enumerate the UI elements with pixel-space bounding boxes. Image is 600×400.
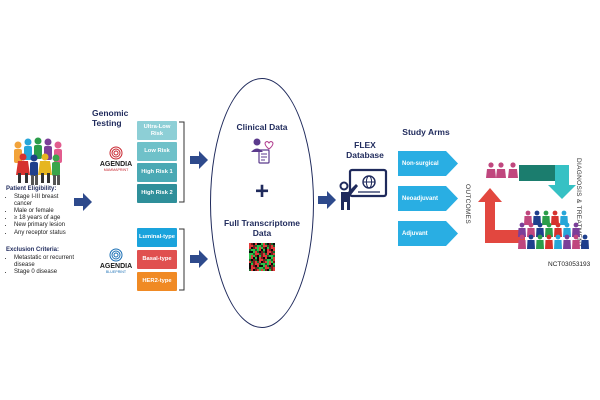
arm-adjuvant: Adjuvant <box>402 230 428 237</box>
flow-arrow-icon <box>190 151 208 169</box>
subtype-box-luminal: Luminal-type <box>137 228 177 247</box>
risk-box-ultra-low: Ultra-Low Risk <box>137 121 177 140</box>
mammaprint-brand: AGENDIA <box>99 161 133 168</box>
eligibility-list: Stage I-III breast cancer Male or female… <box>6 194 76 237</box>
patients-icon <box>486 162 518 178</box>
data-oval <box>210 78 314 328</box>
trial-id: NCT03053193 <box>548 261 591 268</box>
risk-box-high-2: High Risk 2 <box>137 184 177 203</box>
mammaprint-product: MAMMAPRINT <box>103 168 129 172</box>
eligibility-item: Male or female <box>14 208 76 215</box>
database-presenter-icon <box>339 168 388 210</box>
bracket-icon <box>179 228 185 291</box>
arm-neoadjuvant: Neoadjuvant <box>402 195 439 202</box>
patient-group-icon <box>14 137 62 185</box>
cycle-arrow-left-icon <box>478 188 502 242</box>
transcriptome-title: Full Transcriptome Data <box>223 218 301 238</box>
eligibility-item: Any receptor status <box>14 230 76 237</box>
arm-arrow-icon <box>398 151 458 176</box>
arm-arrow-icon <box>398 186 458 211</box>
fingerprint-icon <box>109 248 123 262</box>
exclusion-section: Exclusion Criteria: Metastatic or recurr… <box>6 247 76 276</box>
subtype-box-basal: Basal-type <box>137 250 177 269</box>
clinical-data-title: Clinical Data <box>236 122 288 132</box>
arm-non-surgical: Non-surgical <box>402 160 439 167</box>
subtype-box-her2: HER2-type <box>137 272 177 291</box>
exclusion-item: Stage 0 disease <box>14 269 76 276</box>
transcriptome-heatmap-icon <box>249 243 275 271</box>
fingerprint-icon <box>109 146 123 160</box>
exclusion-list: Metastatic or recurrent disease Stage 0 … <box>6 255 76 277</box>
eligibility-item: ≥ 18 years of age <box>14 215 76 222</box>
genomic-testing-title: Genomic Testing <box>92 108 129 128</box>
diagnosis-treatment-label: DIAGNOSIS & TREATMENT <box>575 158 582 248</box>
flow-arrow-icon <box>190 250 208 268</box>
exclusion-item: Metastatic or recurrent disease <box>14 255 76 269</box>
study-arms-title: Study Arms <box>402 127 450 137</box>
risk-box-high-1: High Risk 1 <box>137 163 177 182</box>
bracket-icon <box>179 121 185 203</box>
plus-icon: + <box>254 178 269 205</box>
cycle-arrow-top-icon <box>519 165 576 199</box>
eligibility-item: New primary lesion <box>14 222 76 229</box>
eligibility-item: Stage I-III breast cancer <box>14 194 76 208</box>
exclusion-title: Exclusion Criteria: <box>6 247 60 253</box>
flow-arrow-icon <box>318 191 336 209</box>
eligibility-section: Patient Eligibility: Stage I-III breast … <box>6 186 76 237</box>
flex-database-title: FLEX Database <box>346 140 384 160</box>
eligibility-title: Patient Eligibility: <box>6 186 57 192</box>
blueprint-brand: AGENDIA <box>99 263 133 270</box>
flow-arrow-icon <box>74 193 92 211</box>
patients-crowd-icon <box>518 210 589 249</box>
arm-arrow-icon <box>398 221 458 246</box>
mammaprint-logo: AGENDIA MAMMAPRINT <box>96 146 136 173</box>
blueprint-product: BLUEPRINT <box>105 270 127 274</box>
risk-box-low: Low Risk <box>137 142 177 161</box>
cycle-arrow-bottom-icon <box>485 230 525 243</box>
outcomes-label: OUTCOMES <box>464 184 471 224</box>
clinical-record-icon <box>251 138 274 164</box>
blueprint-logo: AGENDIA BLUEPRINT <box>96 248 136 275</box>
